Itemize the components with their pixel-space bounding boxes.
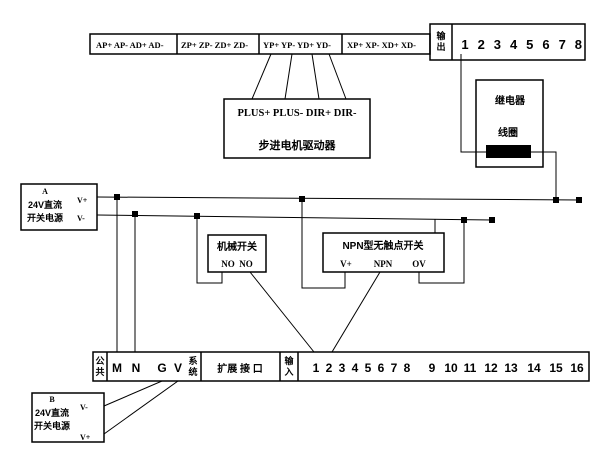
- power-supply-b: B 24V直流 开关电源 V- V+: [31, 392, 105, 443]
- terminal-group-y: YP+ YP- YD+ YD-: [263, 40, 331, 50]
- psu-a-neg-label: V-: [77, 214, 85, 223]
- input-number: 7: [391, 361, 398, 375]
- terminal-group-z: ZP+ ZP- ZD+ ZD-: [181, 40, 248, 50]
- input-number: 3: [339, 361, 346, 375]
- output-number: 7: [559, 37, 566, 52]
- power-supply-a: A 24V直流 开关电源 V+ V-: [20, 183, 98, 231]
- junction-dots: [114, 194, 582, 223]
- stepper-driver-pins: PLUS+ PLUS- DIR+ DIR-: [237, 108, 357, 119]
- stepper-driver-title: 步进电机驱动器: [259, 138, 337, 152]
- mech-switch-pins: NO NO: [221, 259, 253, 269]
- expansion-port-label: 扩展 接 口: [217, 362, 263, 375]
- psu-b-neg-label: V-: [80, 403, 88, 412]
- system-label: 系统: [188, 355, 197, 377]
- input-number: 12: [484, 361, 498, 375]
- terminal-group-a: AP+ AP- AD+ AD-: [96, 40, 164, 50]
- stepper-driver: PLUS+ PLUS- DIR+ DIR- 步进电机驱动器: [223, 98, 371, 159]
- output-number: 4: [510, 37, 518, 52]
- npn-pin-vplus: V+: [340, 259, 352, 269]
- stepper-wires: [251, 53, 347, 100]
- input-number: 15: [549, 361, 563, 375]
- input-number: 8: [404, 361, 411, 375]
- relay: 继电器 线圈: [475, 79, 544, 168]
- psu-b-wires: [103, 380, 179, 435]
- relay-title: 继电器: [495, 94, 526, 107]
- input-number: 1: [313, 361, 320, 375]
- input-number: 14: [527, 361, 541, 375]
- input-label: 输入: [283, 355, 294, 377]
- power-bus: [96, 196, 581, 353]
- output-number: 3: [494, 37, 501, 52]
- psu-b-letter: B: [49, 395, 55, 404]
- output-number: 8: [575, 37, 582, 52]
- input-number: 10: [444, 361, 458, 375]
- input-number: 4: [352, 361, 359, 375]
- psu-a-pos-label: V+: [77, 196, 88, 205]
- top-terminal-strip: AP+ AP- AD+ AD- ZP+ ZP- ZD+ ZD- YP+ YP- …: [89, 23, 586, 61]
- psu-b-line2: 开关电源: [34, 420, 70, 431]
- pin-n: N: [132, 361, 141, 375]
- psu-b-line1: 24V直流: [35, 407, 69, 418]
- input-number: 2: [326, 361, 333, 375]
- mechanical-switch: 机械开关 NO NO: [207, 234, 267, 273]
- relay-coil: [486, 145, 531, 158]
- output-number: 6: [542, 37, 549, 52]
- npn-switch: NPN型无触点开关 V+ NPN OV: [322, 232, 445, 273]
- output-number: 5: [526, 37, 533, 52]
- output-number: 2: [478, 37, 485, 52]
- npn-switch-title: NPN型无触点开关: [342, 239, 423, 252]
- input-number: 11: [464, 361, 477, 375]
- psu-a-letter: A: [42, 187, 48, 196]
- pin-v: V: [174, 361, 182, 375]
- pin-g: G: [157, 361, 166, 375]
- relay-coil-label: 线圈: [498, 126, 518, 139]
- npn-pin-npn: NPN: [374, 259, 393, 269]
- terminal-group-x: XP+ XP- XD+ XD-: [347, 40, 416, 50]
- input-number: 9: [429, 361, 436, 375]
- output-label: 输出: [436, 30, 446, 52]
- relay-wires: [460, 54, 557, 200]
- psu-a-line1: 24V直流: [28, 199, 62, 210]
- input-number: 16: [570, 361, 584, 375]
- input-number: 6: [378, 361, 385, 375]
- output-number: 1: [461, 37, 468, 52]
- psu-a-line2: 开关电源: [27, 212, 63, 223]
- psu-b-pos-label: V+: [80, 433, 91, 442]
- pin-m: M: [112, 361, 122, 375]
- common-label: 公共: [95, 356, 104, 377]
- input-number: 5: [365, 361, 372, 375]
- mech-switch-title: 机械开关: [217, 240, 257, 253]
- input-number: 13: [504, 361, 518, 375]
- npn-pin-ov: OV: [412, 259, 426, 269]
